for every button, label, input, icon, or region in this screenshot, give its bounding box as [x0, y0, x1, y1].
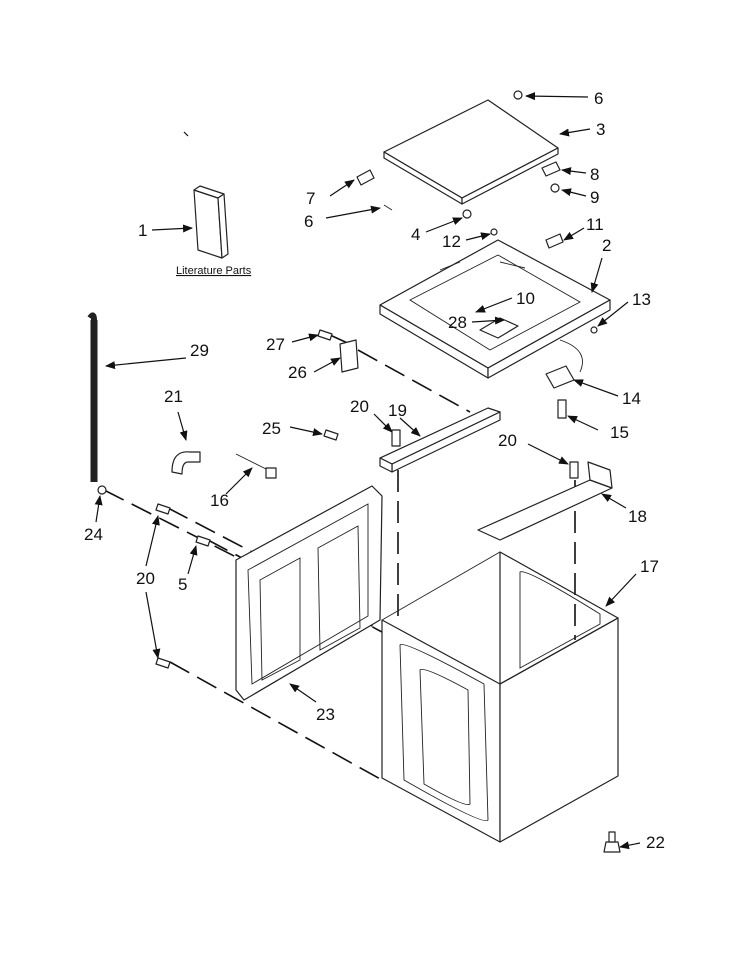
callout-27: 27	[266, 335, 285, 354]
callout-22: 22	[646, 833, 665, 852]
lid[interactable]	[383, 99, 559, 205]
callout-28: 28	[448, 313, 467, 332]
callout-6-mid: 6	[304, 212, 313, 231]
callout-11: 11	[586, 215, 604, 234]
callout-labels: 6 3 9 8 9 7 6 4 12 11 2 10 28 13 14 15 1…	[84, 89, 665, 852]
callout-14: 14	[622, 389, 641, 408]
callout-1: 1	[138, 221, 147, 240]
callout-29: 29	[190, 341, 209, 360]
screw-27[interactable]	[317, 329, 333, 341]
hose-elbow[interactable]	[171, 451, 201, 475]
callout-19: 19	[388, 401, 407, 420]
literature-booklet[interactable]	[193, 185, 229, 259]
callout-3: 3	[596, 120, 605, 139]
callout-18: 18	[628, 507, 647, 526]
leveling-foot[interactable]	[603, 831, 621, 853]
callout-17: 17	[640, 557, 659, 576]
callout-20-left: 20	[136, 569, 155, 588]
callout-10: 10	[516, 289, 535, 308]
callout-13: 13	[632, 290, 651, 309]
top-panel-hardware	[545, 326, 598, 419]
screw-25[interactable]	[323, 429, 339, 441]
side-screws	[155, 503, 211, 669]
callout-23: 23	[316, 705, 335, 724]
callout-7: 7	[306, 189, 315, 208]
rear-panel[interactable]	[235, 485, 383, 701]
leader-lines	[94, 92, 641, 850]
cable-tie[interactable]	[235, 453, 277, 479]
callout-20-right: 20	[498, 431, 517, 450]
callout-4: 4	[411, 225, 420, 244]
callout-20-top: 20	[350, 397, 369, 416]
callout-5: 5	[178, 575, 187, 594]
top-panel[interactable]	[379, 239, 611, 379]
top-rail-18[interactable]	[477, 461, 613, 541]
top-rail-19[interactable]	[379, 407, 501, 473]
drain-hose[interactable]	[87, 312, 107, 495]
cabinet[interactable]	[381, 551, 619, 843]
bracket-26[interactable]	[339, 339, 359, 373]
callout-9: 9	[590, 188, 599, 207]
callout-15: 15	[610, 423, 629, 442]
callout-21: 21	[164, 387, 183, 406]
callout-6-top: 6	[594, 89, 603, 108]
hinge-parts	[356, 90, 564, 249]
callout-26: 26	[288, 363, 307, 382]
callout-16: 16	[210, 491, 229, 510]
callout-2: 2	[602, 236, 611, 255]
callout-24: 24	[84, 525, 103, 544]
callout-8-label: 8	[590, 165, 599, 184]
callout-25: 25	[262, 419, 281, 438]
callout-12: 12	[442, 232, 461, 251]
literature-caption: Literature Parts	[176, 265, 252, 277]
